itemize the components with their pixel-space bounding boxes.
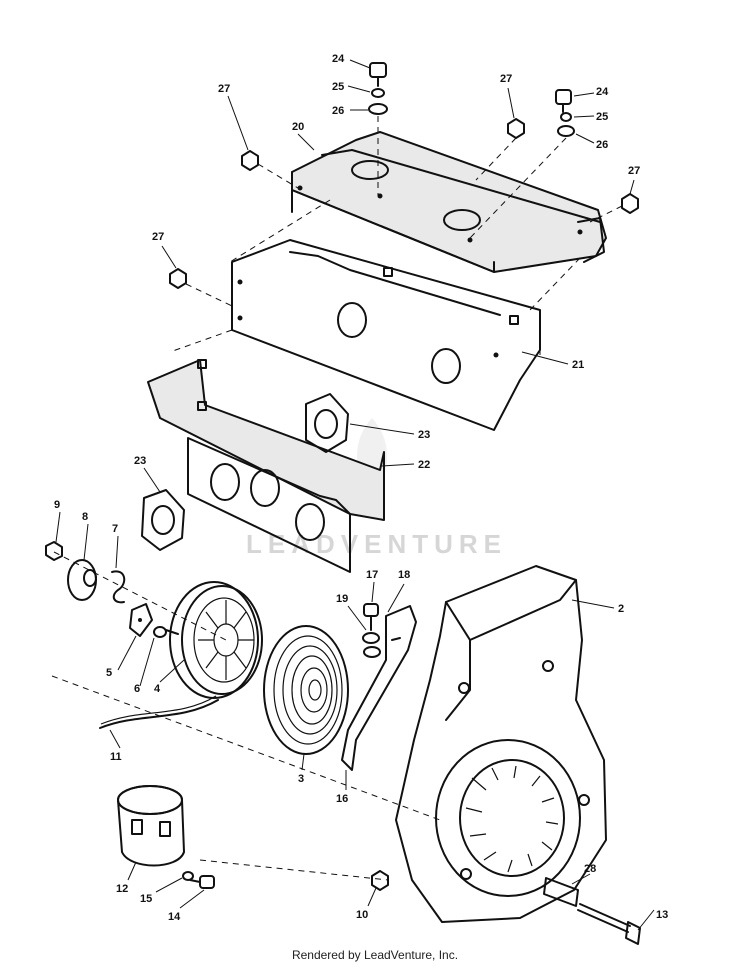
callout-25-right: 25 <box>596 111 608 123</box>
callout-3: 3 <box>298 773 304 785</box>
callout-27-left: 27 <box>218 83 230 95</box>
part-12-starter-cup <box>117 785 185 867</box>
callout-24-right: 24 <box>596 86 609 98</box>
part-4-recoil-pulley <box>169 581 263 699</box>
part-17-screw <box>363 603 379 631</box>
callout-23-upper: 23 <box>418 429 430 441</box>
callout-26-left: 26 <box>332 105 344 117</box>
part-24-bolt-left <box>369 62 387 87</box>
callout-7: 7 <box>112 523 118 535</box>
part-13-bolt <box>577 903 641 945</box>
part-15-washer <box>182 871 194 881</box>
part-21-rear-baffle <box>231 239 541 431</box>
part-20-top-shroud <box>291 131 607 273</box>
part-23-gasket-upper <box>305 393 349 453</box>
part-19-washer <box>362 632 380 644</box>
part-5-pawl <box>129 603 153 637</box>
watermark-text: LEADVENTURE <box>246 529 507 559</box>
part-14-screw <box>189 875 215 889</box>
footer-credit: Rendered by LeadVenture, Inc. <box>291 948 459 962</box>
callout-leaders <box>55 59 655 931</box>
part-22-front-baffle <box>147 359 385 573</box>
callout-24-left: 24 <box>332 53 345 65</box>
part-26-washer-left <box>368 103 388 196</box>
part-28-bracket <box>543 877 579 907</box>
callout-12: 12 <box>116 883 128 895</box>
callout-26-right: 26 <box>596 139 608 151</box>
callout-28: 28 <box>584 863 596 875</box>
callout-13: 13 <box>656 909 668 921</box>
callout-6: 6 <box>134 683 140 695</box>
part-7-spring-clip <box>111 570 126 604</box>
callout-27-top: 27 <box>500 73 512 85</box>
part-27-nut-top <box>475 118 525 181</box>
callout-19: 19 <box>336 593 348 605</box>
callout-15: 15 <box>140 893 152 905</box>
alignment-lines-upper <box>169 199 581 355</box>
part-9-nut <box>45 541 63 561</box>
callout-23-lower: 23 <box>134 455 146 467</box>
callout-21: 21 <box>572 359 584 371</box>
part-2-blower-housing <box>395 565 607 923</box>
part-23-gasket-lower <box>141 489 185 551</box>
part-8-retainer <box>67 559 97 601</box>
part-16-support-bracket <box>341 605 417 771</box>
callout-14: 14 <box>168 911 181 923</box>
callout-labels: 24 25 26 24 25 26 27 27 27 27 20 21 23 2… <box>54 53 668 923</box>
callout-20: 20 <box>292 121 304 133</box>
callout-2: 2 <box>618 603 624 615</box>
part-25-washer-left <box>371 88 385 98</box>
callout-10: 10 <box>356 909 368 921</box>
part-3-recoil-spring <box>263 625 349 755</box>
callout-5: 5 <box>106 667 112 679</box>
part-6-spring-pin <box>153 626 179 638</box>
callout-25-left: 25 <box>332 81 344 93</box>
part-10-nut <box>371 870 389 891</box>
alignment-lines-lower <box>51 551 441 881</box>
part-26-washer-right <box>469 125 575 239</box>
callout-22: 22 <box>418 459 430 471</box>
part-18-washer <box>363 646 381 658</box>
callout-8: 8 <box>82 511 88 523</box>
callout-17: 17 <box>366 569 378 581</box>
callout-27-mid: 27 <box>152 231 164 243</box>
callout-18: 18 <box>398 569 410 581</box>
callout-9: 9 <box>54 499 60 511</box>
callout-4: 4 <box>154 683 161 695</box>
part-27-nut-left <box>241 150 299 189</box>
callout-27-right: 27 <box>628 165 640 177</box>
part-25-washer-right <box>560 112 572 122</box>
callout-16: 16 <box>336 793 348 805</box>
part-24-bolt-right <box>555 89 572 113</box>
callout-11: 11 <box>110 751 122 763</box>
part-27-nut-mid <box>169 268 233 307</box>
